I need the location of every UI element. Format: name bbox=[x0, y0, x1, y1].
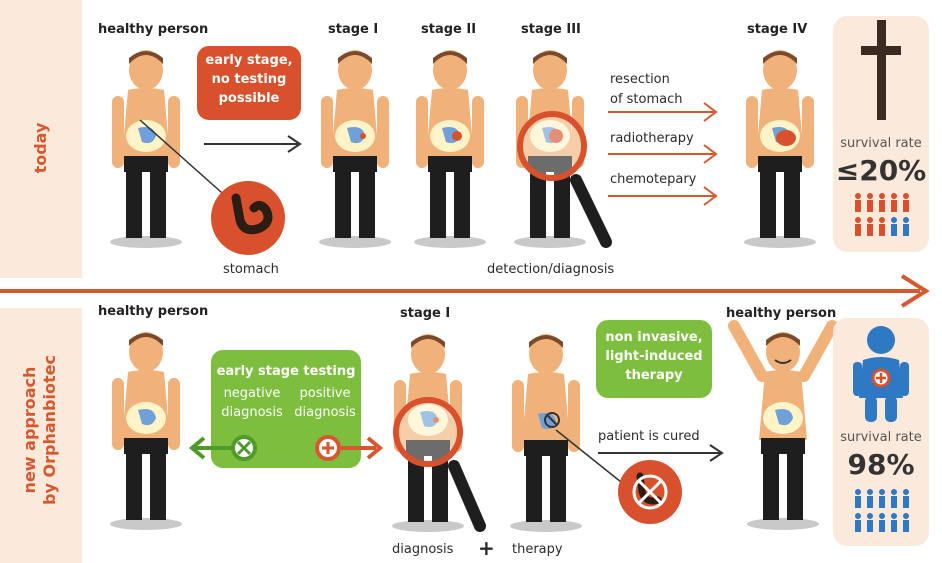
treatment-arrows bbox=[608, 102, 718, 206]
row-label-new-approach: new approach by Orphanbiotec bbox=[20, 355, 59, 505]
person-icon bbox=[110, 332, 182, 530]
treatment-radiotherapy: radiotherapy bbox=[610, 131, 694, 146]
timeline-arrow bbox=[0, 274, 930, 308]
people-grid-today bbox=[855, 193, 909, 236]
testing-title: early stage testing bbox=[216, 364, 356, 379]
magnifier-icon bbox=[393, 397, 486, 532]
treatment-chemotherapy: chemotepary bbox=[610, 172, 697, 187]
therapy-label: therapy bbox=[512, 542, 563, 557]
stage-4-label: stage IV bbox=[747, 22, 808, 37]
treatment-resection: resection of stomach bbox=[610, 72, 683, 107]
survival-rate-label-new: survival rate bbox=[840, 430, 922, 445]
diagnosis-arrows bbox=[188, 435, 384, 461]
person-icon bbox=[510, 334, 582, 532]
person-icon bbox=[853, 326, 909, 422]
person-icon bbox=[728, 320, 838, 530]
negative-diagnosis-label: negative diagnosis bbox=[221, 386, 283, 420]
light-therapy-bubble: non invasive, light-induced therapy bbox=[596, 320, 712, 398]
bottom-healthy-person-left-label: healthy person bbox=[98, 304, 209, 319]
progress-arrow-top bbox=[204, 135, 302, 153]
bottom-healthy-person-right-label: healthy person bbox=[726, 306, 837, 321]
magnifier-icon bbox=[517, 111, 612, 248]
people-grid-new bbox=[855, 489, 909, 532]
bottom-stage-1-label: stage I bbox=[400, 306, 451, 321]
early-stage-bubble: early stage, no testing possible bbox=[197, 46, 301, 120]
stomach-icon bbox=[139, 119, 285, 255]
cross-icon bbox=[861, 20, 901, 120]
stage-3-label: stage III bbox=[521, 22, 581, 37]
cured-stomach-icon bbox=[555, 429, 682, 524]
plus-sign: + bbox=[478, 536, 495, 560]
new-approach-sidebar bbox=[0, 308, 82, 563]
person-icon bbox=[319, 50, 391, 248]
survival-rate-value-new: 98% bbox=[847, 448, 915, 481]
patient-cured-label: patient is cured bbox=[598, 429, 700, 444]
survival-box-today: survival rate ≤20% bbox=[833, 16, 929, 252]
survival-rate-value-today: ≤20% bbox=[835, 154, 927, 187]
cured-arrow bbox=[598, 444, 724, 462]
today-sidebar bbox=[0, 0, 82, 278]
survival-box-new: survival rate 98% bbox=[833, 318, 929, 546]
survival-rate-label-today: survival rate bbox=[840, 136, 922, 151]
person-icon bbox=[414, 50, 486, 248]
top-healthy-person-label: healthy person bbox=[98, 22, 209, 37]
person-icon bbox=[110, 50, 182, 248]
person-icon bbox=[392, 334, 464, 532]
diagnosis-label: diagnosis bbox=[392, 542, 454, 557]
stomach-label: stomach bbox=[223, 262, 279, 277]
row-label-today: today bbox=[31, 122, 50, 174]
positive-diagnosis-label: positive diagnosis bbox=[294, 386, 356, 420]
stage-2-label: stage II bbox=[421, 22, 477, 37]
stage-1-label: stage I bbox=[328, 22, 379, 37]
person-icon bbox=[744, 50, 816, 248]
detection-diagnosis-label: detection/diagnosis bbox=[487, 262, 615, 277]
